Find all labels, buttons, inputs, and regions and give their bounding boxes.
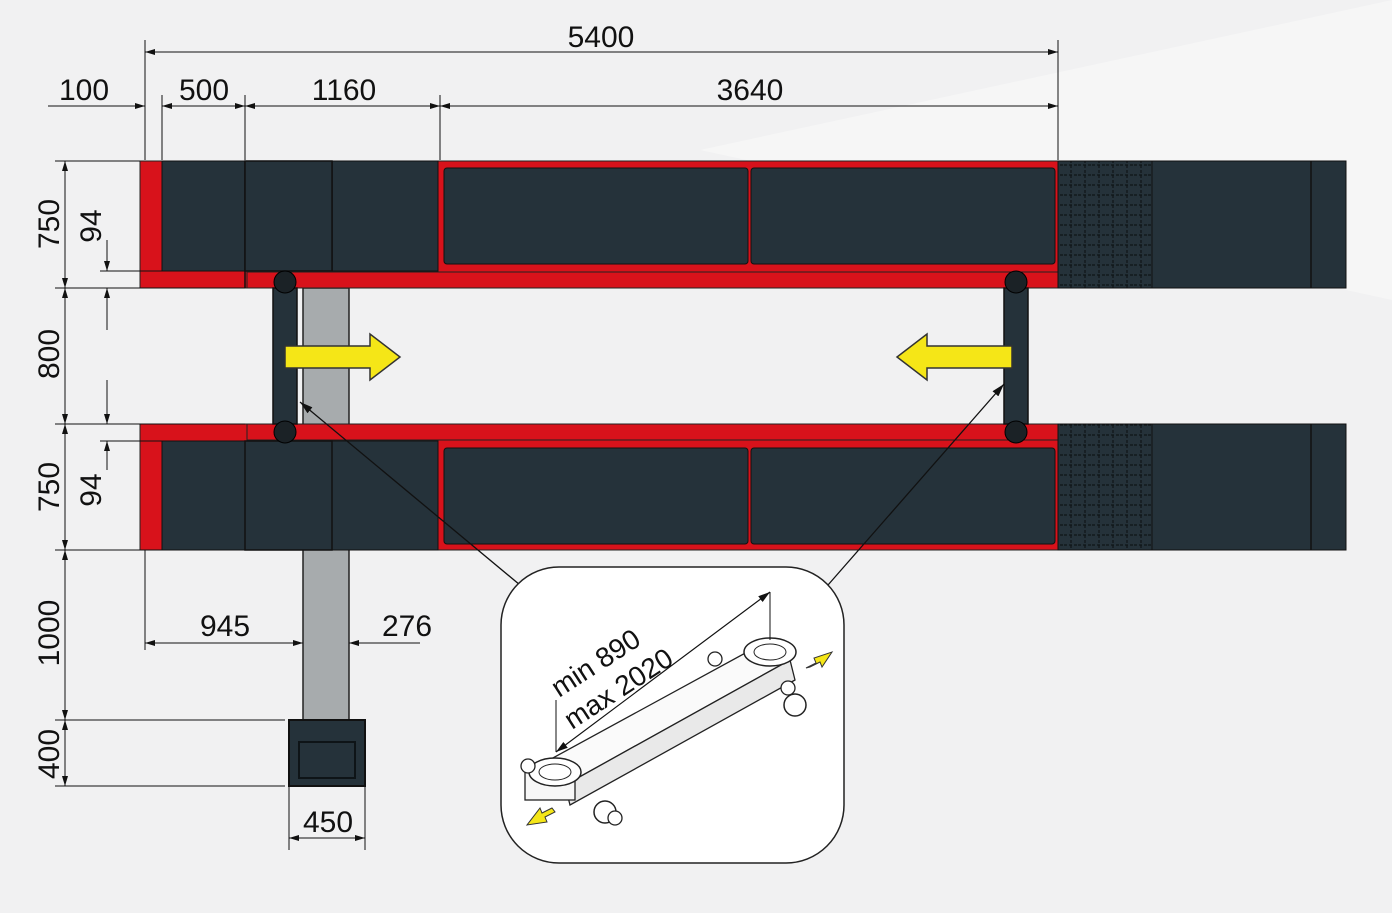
dim-seg3: 3640: [717, 74, 784, 107]
approach-ramp-top: [1057, 160, 1153, 289]
dim-column-length: 1000: [33, 600, 66, 667]
dim-runway-top-width: 750: [33, 199, 66, 249]
dim-seg1: 500: [179, 74, 229, 107]
inset-leader-left: [299, 401, 521, 586]
yellow-arrow-left-icon: [895, 332, 1013, 382]
dim-inner-top: 94: [75, 209, 108, 242]
console-panel: [298, 741, 356, 779]
left-dimension-lines: [55, 160, 300, 787]
dim-total-length: 5400: [568, 21, 635, 54]
dim-console-depth: 400: [33, 729, 66, 779]
yellow-arrow-right-icon: [284, 332, 402, 382]
inset-leader-right: [827, 383, 1005, 586]
extension-plate-bottom: [1151, 423, 1347, 551]
dim-column-width: 276: [382, 610, 432, 643]
top-dimension-lines: [48, 40, 1059, 160]
inset-dimension-line: [555, 591, 771, 753]
runway-top: [139, 160, 1347, 289]
approach-ramp-bottom: [1057, 423, 1153, 551]
inset-arrow-right-icon: [805, 651, 834, 669]
runway-bottom: [139, 423, 1347, 551]
dim-runway-gap: 800: [33, 329, 66, 379]
inset-arrow-left-icon: [525, 806, 556, 826]
dim-offset: 100: [59, 74, 109, 107]
dim-inner-bottom: 94: [75, 473, 108, 506]
beam-rollers: [273, 270, 1028, 444]
dim-console-width: 450: [303, 806, 353, 839]
bottom-dimension-lines: [144, 550, 420, 850]
control-console: [288, 719, 366, 787]
extension-plate-top: [1151, 160, 1347, 289]
dim-seg2: 1160: [312, 74, 377, 107]
dim-runway-bottom-width: 750: [33, 462, 66, 512]
dim-column-offset: 945: [200, 610, 250, 643]
